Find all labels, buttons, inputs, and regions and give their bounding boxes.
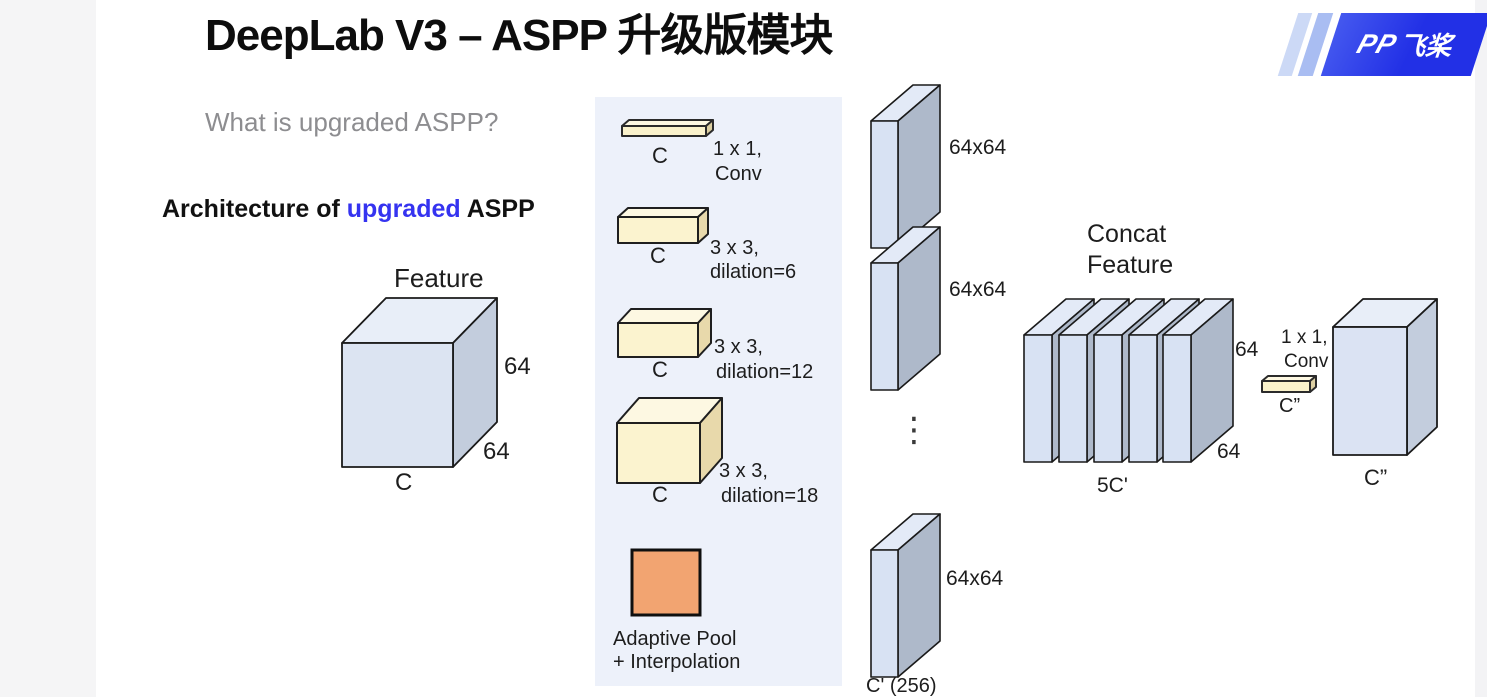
section-heading: Architecture of upgraded ASPP	[162, 195, 535, 224]
output-cube-channels-label: C”	[1364, 465, 1388, 490]
concat-channels-label: 5C'	[1097, 474, 1128, 497]
branch2-op-line1: 3 x 3,	[710, 237, 759, 259]
heading-suffix: ASPP	[460, 195, 535, 223]
branch1-op-line2: Conv	[715, 163, 762, 185]
conv1x1-box	[621, 119, 714, 137]
question-text: What is upgraded ASPP?	[205, 107, 499, 137]
feature-channels-label: C	[395, 469, 413, 496]
concat-title-line1: Concat	[1087, 220, 1167, 248]
branch3-channels-label: C	[652, 357, 668, 382]
slab3-size-label: 64x64	[946, 567, 1004, 590]
branch4-op-line2: dilation=18	[721, 485, 819, 507]
ellipsis-dots: ⋮	[897, 410, 931, 450]
concat-height-label: 64	[1235, 338, 1259, 361]
branch-output-slab-3	[870, 513, 941, 678]
feature-label: Feature	[394, 263, 484, 293]
branch3-op-line1: 3 x 3,	[714, 336, 763, 358]
concat-slab-5	[1162, 298, 1234, 463]
conv3x3-d18-box	[616, 397, 723, 484]
page-title: DeepLab V3 – ASPP 升级版模块	[205, 11, 833, 60]
branch3-op-line2: dilation=12	[716, 361, 814, 383]
projection-bar-channels-label: C”	[1279, 395, 1301, 417]
branch2-op-line2: dilation=6	[710, 261, 797, 283]
branch-output-slab-2	[870, 226, 941, 391]
projection-conv-bar	[1261, 375, 1317, 393]
concat-title-line2: Feature	[1087, 251, 1174, 279]
projection-op-line1: 1 x 1,	[1281, 327, 1328, 348]
output-cube	[1332, 298, 1438, 456]
branch1-channels-label: C	[652, 143, 668, 168]
concat-depth-label: 64	[1217, 440, 1241, 463]
branch1-op-line1: 1 x 1,	[713, 138, 762, 160]
slab2-size-label: 64x64	[949, 278, 1007, 301]
right-gutter	[1475, 0, 1487, 697]
feature-cube	[341, 297, 498, 468]
branch4-channels-label: C	[652, 482, 668, 507]
branch-output-channels-label: C' (256)	[866, 675, 937, 697]
conv3x3-d12-box	[617, 308, 712, 358]
feature-depth-label: 64	[483, 438, 510, 465]
slab1-size-label: 64x64	[949, 136, 1007, 159]
feature-height-label: 64	[504, 353, 531, 380]
left-gutter	[0, 0, 96, 697]
pool-label-line2: + Interpolation	[613, 651, 741, 673]
heading-highlight: upgraded	[346, 195, 461, 223]
heading-prefix: Architecture of	[162, 195, 347, 223]
branch-output-slab-1	[870, 84, 941, 249]
branch4-op-line1: 3 x 3,	[719, 460, 768, 482]
branch2-channels-label: C	[650, 243, 666, 268]
conv3x3-d6-box	[617, 207, 709, 244]
projection-op-line2: Conv	[1284, 351, 1329, 372]
adaptive-pool-box	[630, 548, 702, 617]
pool-label-line1: Adaptive Pool	[613, 628, 737, 650]
